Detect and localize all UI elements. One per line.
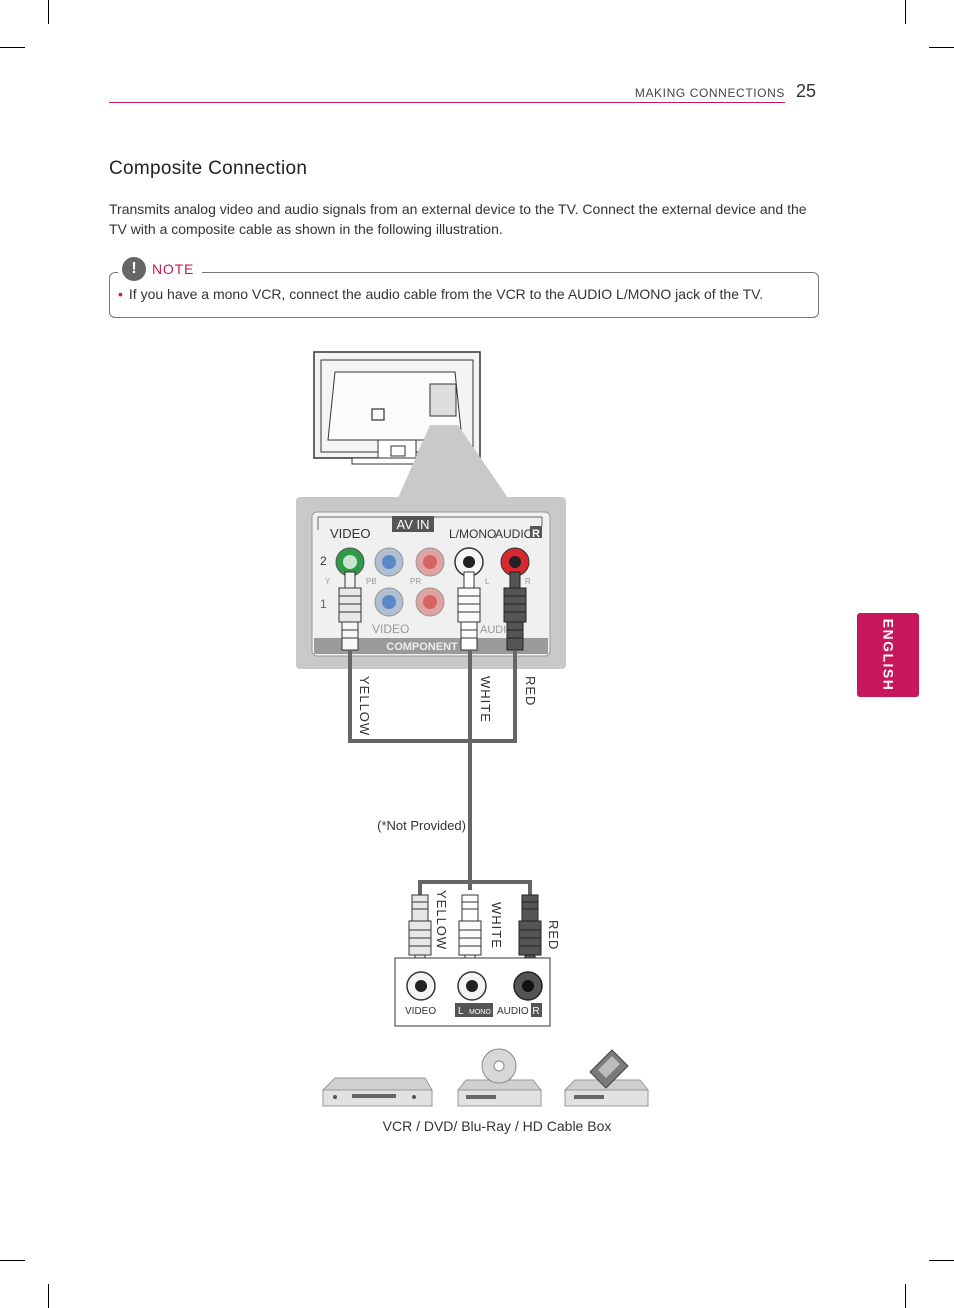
cable-label-red-bottom: RED xyxy=(546,920,561,950)
header-section: MAKING CONNECTIONS xyxy=(634,86,785,100)
component-label: COMPONENT xyxy=(386,641,458,653)
crop-mark xyxy=(48,1284,49,1308)
cable-box-icon xyxy=(563,1049,650,1107)
row-2-label: 2 xyxy=(320,554,327,568)
bullet-icon: • xyxy=(118,286,123,302)
vcr-icon xyxy=(321,1077,433,1107)
crop-mark xyxy=(0,47,25,48)
r-small-label: R xyxy=(525,577,531,586)
cable-label-white-top: WHITE xyxy=(478,676,493,723)
crop-mark xyxy=(905,0,906,24)
dvd-player-icon xyxy=(456,1048,543,1107)
l-mono-label: L/MONO xyxy=(449,527,496,541)
not-provided-note: (*Not Provided) xyxy=(377,818,466,833)
tv-side-plugs xyxy=(338,571,527,651)
device-mono-label: MONO xyxy=(469,1009,491,1016)
device-l-label: L xyxy=(458,1006,464,1017)
device-jack-panel: VIDEO L MONO AUDIO R xyxy=(394,957,551,1027)
device-video-label: VIDEO xyxy=(405,1006,436,1017)
language-tab: ENGLISH xyxy=(857,613,919,697)
video-lower-label: VIDEO xyxy=(372,622,409,636)
cable-label-white-bottom: WHITE xyxy=(489,902,504,949)
page-title: Composite Connection xyxy=(109,158,308,179)
video-label: VIDEO xyxy=(330,526,370,541)
pr-label: PR xyxy=(410,577,421,586)
note-box xyxy=(109,272,819,318)
device-audio-label: AUDIO xyxy=(497,1006,529,1017)
devices-caption: VCR / DVD/ Blu-Ray / HD Cable Box xyxy=(383,1118,612,1134)
cable-label-yellow-bottom: YELLOW xyxy=(434,890,449,950)
warning-icon: ! xyxy=(122,257,146,281)
audio-label: AUDIO xyxy=(495,527,533,541)
note-header: ! NOTE xyxy=(118,256,203,282)
cable-label-red-top: RED xyxy=(523,676,538,706)
av-in-label: AV IN xyxy=(397,517,430,532)
crop-mark xyxy=(929,1260,954,1261)
r-label: R xyxy=(532,528,540,540)
y-label: Y xyxy=(325,577,331,586)
device-side-plugs xyxy=(408,894,542,970)
crop-mark xyxy=(0,1260,25,1261)
page-number: 25 xyxy=(796,81,817,101)
intro-paragraph: Transmits analog video and audio signals… xyxy=(109,201,807,237)
audio-lower-label: AUDIO xyxy=(480,624,515,636)
pb-label: PB xyxy=(366,577,377,586)
cable-label-yellow-top: YELLOW xyxy=(357,676,372,736)
tv-jack-panel: COMPONENT AV IN VIDEO L/MONO AUDIO R 2 1… xyxy=(311,511,551,657)
header-rule xyxy=(109,102,785,103)
note-item-text: If you have a mono VCR, connect the audi… xyxy=(128,286,764,302)
crop-mark xyxy=(48,0,49,24)
l-small-label: L xyxy=(485,577,490,586)
note-label: NOTE xyxy=(152,261,195,277)
note-item: • If you have a mono VCR, connect the aud… xyxy=(118,286,763,302)
device-r-label: R xyxy=(532,1006,539,1017)
crop-mark xyxy=(905,1284,906,1308)
composite-cable xyxy=(348,650,532,895)
row-1-label: 1 xyxy=(320,597,327,611)
crop-mark xyxy=(929,47,954,48)
